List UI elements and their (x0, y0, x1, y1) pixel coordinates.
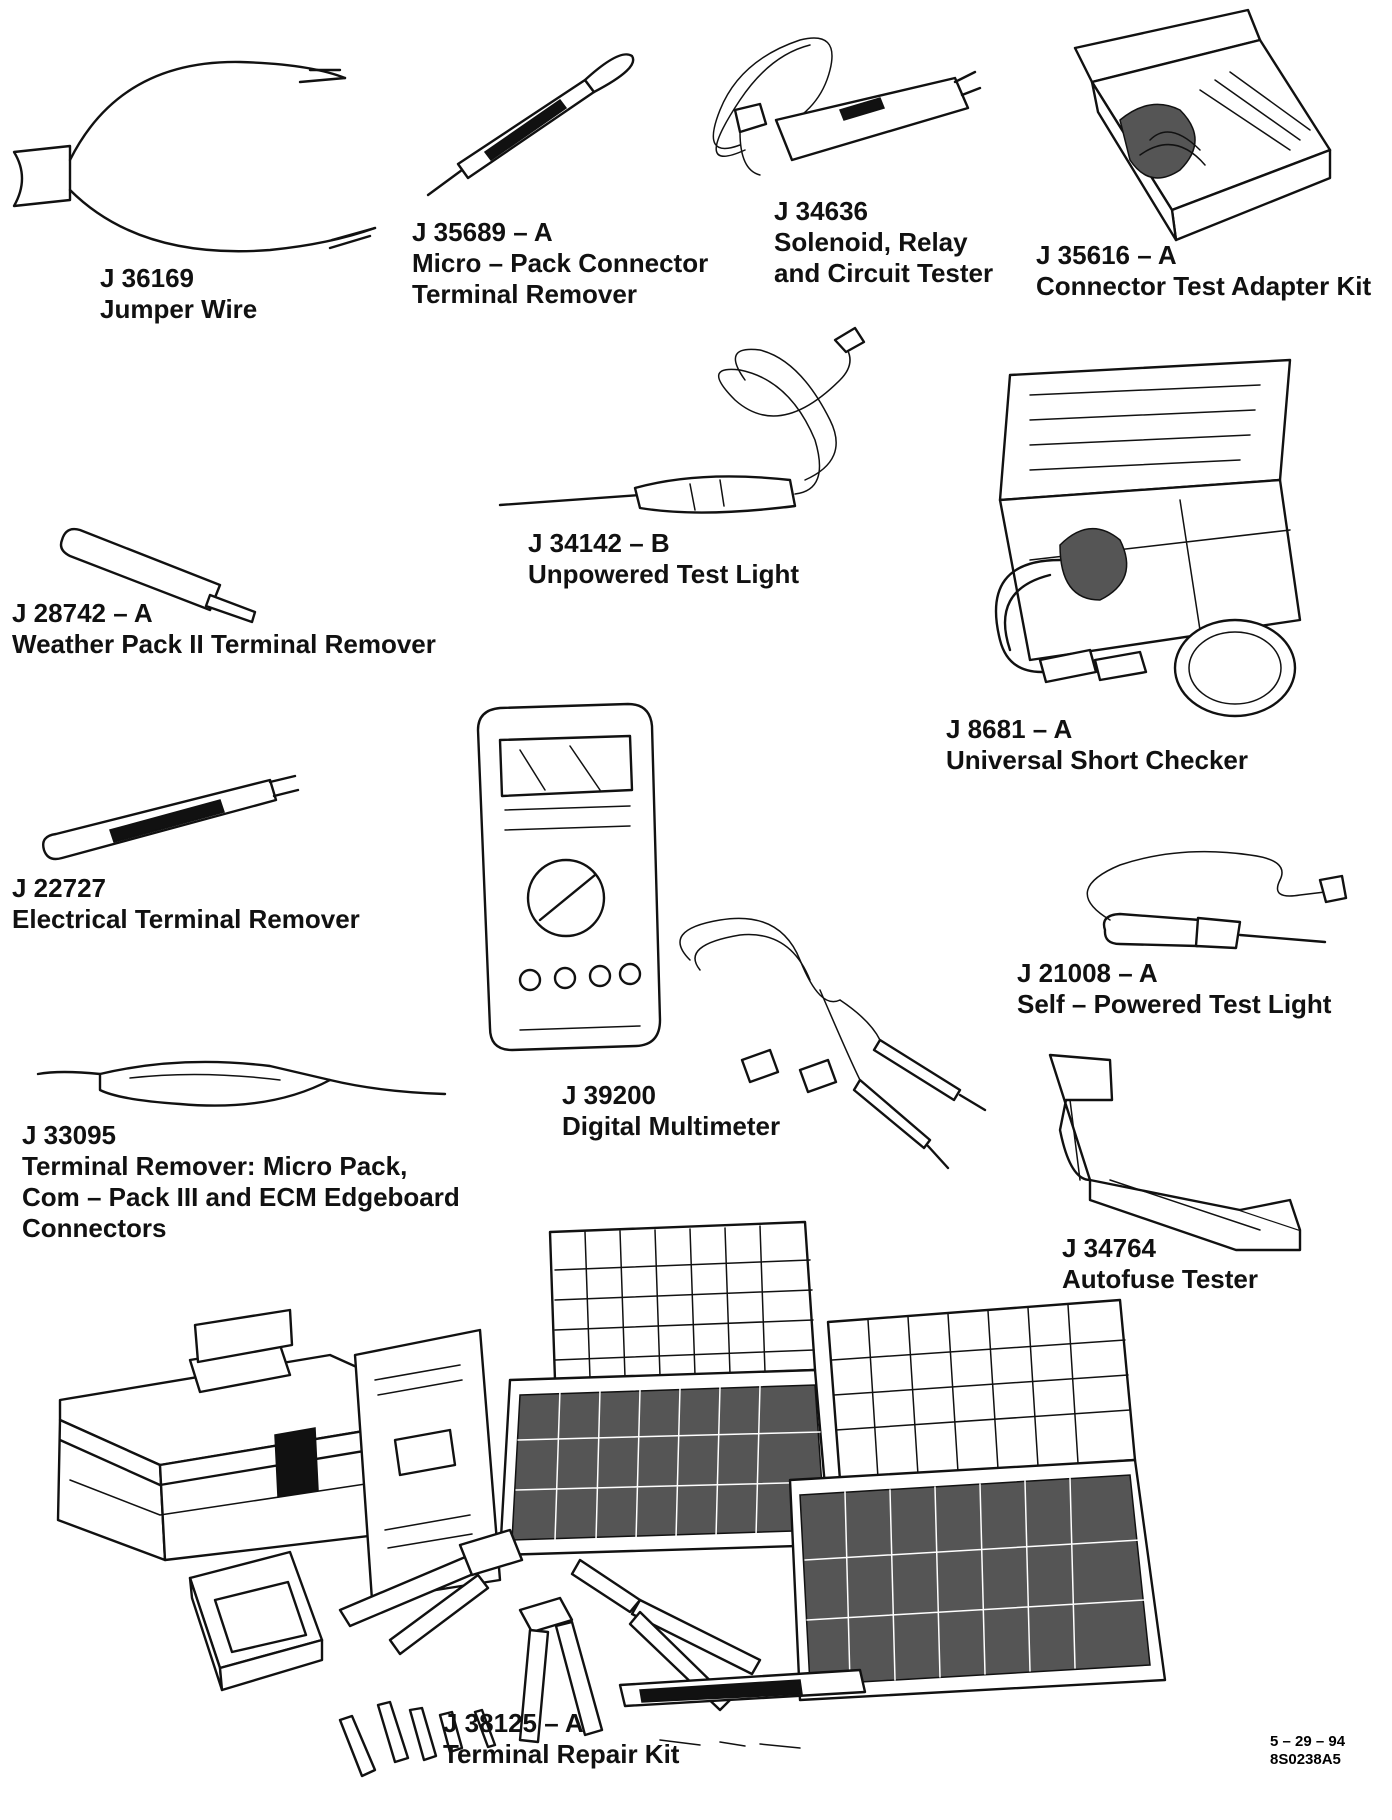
wire-and-cable-box-illustration (188, 1550, 324, 1692)
part-number: J 36169 (100, 263, 194, 293)
tool-name: Jumper Wire (100, 294, 258, 324)
unpowered-test-light-illustration (498, 326, 866, 514)
crimp-tools-illustration (338, 1528, 762, 1744)
part-number: J 38125 – A (443, 1708, 584, 1738)
tool-name: Solenoid, Relay (774, 227, 968, 257)
part-number: J 35616 – A (1036, 240, 1177, 270)
multimeter-test-leads-illustration (679, 917, 987, 1170)
part-number: J 22727 (12, 873, 106, 903)
jumper-wire-illustration (12, 60, 377, 253)
tool-name: Universal Short Checker (946, 745, 1249, 775)
tool-label-universal-short-checker: J 8681 – A Universal Short Checker (946, 714, 1248, 776)
tool-label-edgeboard-terminal-remover: J 33095 Terminal Remover: Micro Pack, Co… (22, 1120, 460, 1244)
tool-label-electrical-terminal-remover: J 22727 Electrical Terminal Remover (12, 873, 360, 935)
part-number: J 35689 – A (412, 217, 553, 247)
self-powered-test-light-illustration (1086, 850, 1348, 950)
tool-label-connector-test-adapter-kit: J 35616 – A Connector Test Adapter Kit (1036, 240, 1371, 302)
tool-name: Weather Pack II Terminal Remover (12, 629, 436, 659)
tool-label-unpowered-test-light: J 34142 – B Unpowered Test Light (528, 528, 799, 590)
tool-name: Digital Multimeter (562, 1111, 781, 1141)
tool-name: Terminal Repair Kit (443, 1739, 680, 1769)
tool-label-terminal-repair-kit: J 38125 – A Terminal Repair Kit (443, 1708, 679, 1770)
autofuse-tester-illustration (1048, 1053, 1302, 1252)
part-number: J 34764 (1062, 1233, 1156, 1263)
universal-short-checker-illustration (994, 358, 1302, 718)
part-number: J 28742 – A (12, 598, 153, 628)
part-number: J 34142 – B (528, 528, 670, 558)
tool-name: Electrical Terminal Remover (12, 904, 360, 934)
electrical-terminal-remover-illustration (42, 774, 300, 861)
tool-name: Autofuse Tester (1062, 1264, 1258, 1294)
micro-pack-edgeboard-remover-illustration (36, 1060, 447, 1107)
figure-stamp: 5 – 29 – 94 8S0238A5 (1270, 1733, 1345, 1769)
tool-name: Connector Test Adapter Kit (1036, 271, 1372, 301)
kit-probes-illustration (338, 1668, 867, 1778)
tool-name: Com – Pack III and ECM Edgeboard (22, 1182, 460, 1212)
tool-name: Connectors (22, 1213, 167, 1243)
weather-pack-terminal-remover-illustration (59, 527, 257, 624)
tool-name: and Circuit Tester (774, 258, 994, 288)
part-number: J 39200 (562, 1080, 656, 1110)
tool-label-autofuse-tester: J 34764 Autofuse Tester (1062, 1233, 1258, 1295)
digital-multimeter-illustration (476, 702, 662, 1052)
figure-code: 8S0238A5 (1270, 1751, 1341, 1768)
tool-label-jumper-wire: J 36169 Jumper Wire (100, 263, 257, 325)
part-number: J 34636 (774, 196, 868, 226)
tool-name: Terminal Remover: Micro Pack, (22, 1151, 408, 1181)
part-number: J 21008 – A (1017, 958, 1158, 988)
part-number: J 8681 – A (946, 714, 1073, 744)
tool-name: Self – Powered Test Light (1017, 989, 1332, 1019)
connector-test-adapter-kit-illustration (1073, 8, 1332, 242)
figure-date: 5 – 29 – 94 (1270, 1733, 1346, 1750)
solenoid-relay-circuit-tester-illustration (712, 37, 982, 176)
part-number: J 33095 (22, 1120, 116, 1150)
micro-pack-terminal-remover-illustration (426, 53, 635, 197)
tool-label-weather-pack-terminal-remover: J 28742 – A Weather Pack II Terminal Rem… (12, 598, 436, 660)
terminal-assortment-tray-lower-illustration (788, 1298, 1167, 1702)
terminal-assortment-tray-upper-illustration (498, 1220, 832, 1557)
tool-label-micro-pack-connector-terminal-remover: J 35689 – A Micro – Pack Connector Termi… (412, 217, 708, 310)
tool-name: Terminal Remover (412, 279, 637, 309)
tool-name: Unpowered Test Light (528, 559, 800, 589)
tool-name: Micro – Pack Connector (412, 248, 709, 278)
repair-instruction-booklet-illustration (353, 1328, 502, 1602)
tool-label-self-powered-test-light: J 21008 – A Self – Powered Test Light (1017, 958, 1331, 1020)
tool-label-solenoid-relay-circuit-tester: J 34636 Solenoid, Relay and Circuit Test… (774, 196, 993, 289)
tool-label-digital-multimeter: J 39200 Digital Multimeter (562, 1080, 780, 1142)
